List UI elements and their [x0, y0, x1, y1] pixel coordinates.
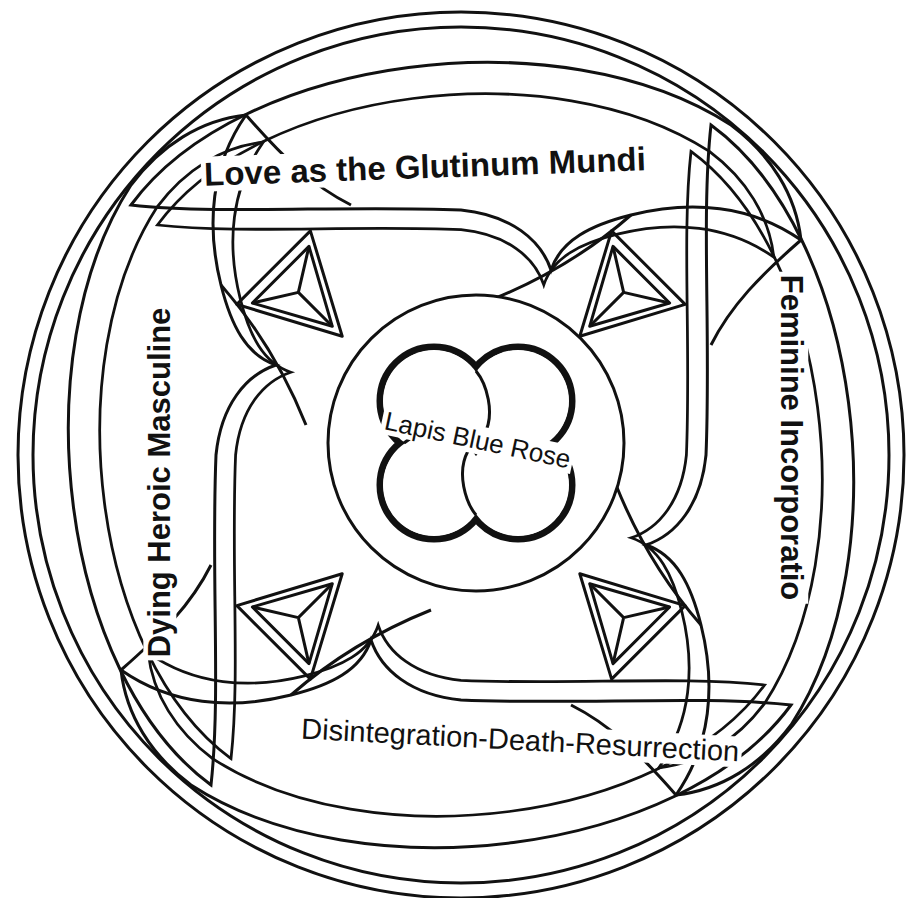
lobe-bottom-inner [148, 625, 764, 816]
lobe-bottom-label: Disintegration-Death-Resurrection [297, 713, 742, 767]
lobes [68, 62, 853, 847]
arms [121, 115, 801, 795]
lobe-top-label: Love as the Glutinum Mundi [201, 141, 650, 192]
inner-ring [33, 27, 889, 883]
lobe-text: Dying Heroic Masculine [143, 305, 176, 661]
lobe-text: Disintegration-Death-Resurrection [297, 713, 742, 767]
lobe-top-inner [157, 94, 773, 285]
lobe-right-label: Feminine Incorporatio [775, 272, 808, 604]
window-tracery [18, 12, 904, 898]
lobe-text: Love as the Glutinum Mundi [201, 141, 650, 192]
lobe-left-inner [100, 142, 291, 758]
medallion-ring [328, 295, 624, 591]
lobe-text: Feminine Incorporatio [775, 272, 808, 604]
medallion [328, 295, 624, 591]
trefoils [237, 231, 685, 679]
outer-ring [18, 12, 904, 898]
trefoil [237, 537, 379, 679]
lobe-left-label: Dying Heroic Masculine [143, 305, 176, 661]
lobe-right-inner [631, 151, 822, 767]
